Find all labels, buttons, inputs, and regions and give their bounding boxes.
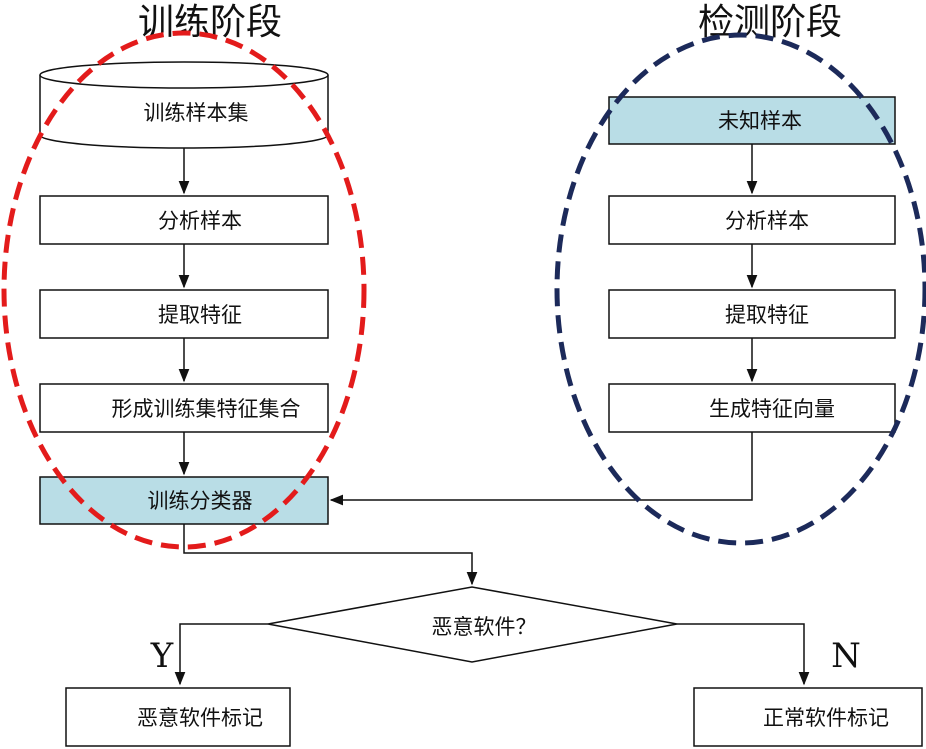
normal-mark-box: 正常软件标记 bbox=[693, 687, 923, 747]
feature-vector-to-classifier-arrow bbox=[329, 432, 753, 506]
train-classifier-label: 训练分类器 bbox=[148, 489, 253, 513]
normal-mark-label: 正常软件标记 bbox=[763, 706, 889, 730]
yes-label: Y bbox=[150, 636, 174, 676]
training-extract-label: 提取特征 bbox=[158, 303, 242, 327]
malware-mark-label: 恶意软件标记 bbox=[137, 706, 263, 730]
training-analyze-label: 分析样本 bbox=[158, 209, 242, 233]
classifier-to-decision-arrow bbox=[183, 524, 478, 586]
malware-decision-diamond: 恶意软件？ bbox=[267, 586, 678, 663]
training-analyze-box: 分析样本 bbox=[39, 195, 329, 245]
train-classifier-box: 训练分类器 bbox=[39, 476, 329, 525]
detection-analyze-box: 分析样本 bbox=[608, 195, 896, 245]
training-extract-box: 提取特征 bbox=[39, 289, 329, 339]
unknown-sample-label: 未知样本 bbox=[718, 109, 802, 133]
feature-vector-box: 生成特征向量 bbox=[608, 383, 896, 433]
training-sample-set-label: 训练样本集 bbox=[144, 101, 249, 125]
training-sample-set-cylinder: 训练样本集 bbox=[39, 61, 329, 149]
no-label: N bbox=[831, 636, 861, 676]
no-branch-arrow bbox=[677, 623, 810, 686]
detection-extract-box: 提取特征 bbox=[608, 289, 896, 339]
detection-analyze-label: 分析样本 bbox=[725, 209, 809, 233]
feature-vector-label: 生成特征向量 bbox=[709, 397, 835, 421]
training-form-features-box: 形成训练集特征集合 bbox=[39, 383, 329, 433]
unknown-sample-box: 未知样本 bbox=[608, 96, 896, 145]
malware-mark-box: 恶意软件标记 bbox=[65, 687, 291, 747]
detection-stage-ellipse bbox=[554, 32, 926, 546]
yes-branch-arrow bbox=[174, 623, 268, 686]
malware-question-label: 恶意软件？ bbox=[432, 615, 537, 639]
detection-extract-label: 提取特征 bbox=[725, 303, 809, 327]
training-stage-ellipse bbox=[1, 30, 367, 550]
training-form-features-label: 形成训练集特征集合 bbox=[112, 397, 301, 421]
